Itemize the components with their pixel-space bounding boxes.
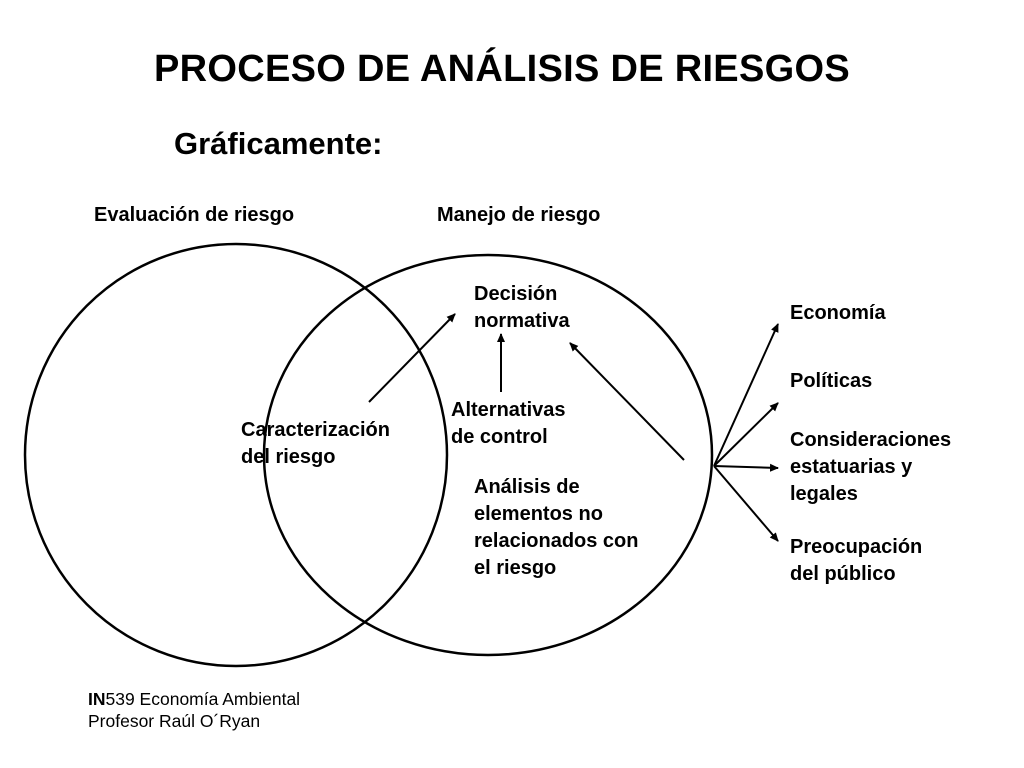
footer-professor: Profesor Raúl O´Ryan (88, 711, 261, 731)
arrow-to-economia (713, 323, 779, 467)
node-analisis-elementos: Análisis de elementos no relacionados co… (474, 476, 639, 579)
arrow-to-politicas (713, 402, 779, 467)
page-subtitle: Gráficamente: (174, 126, 383, 161)
factor-economia: Economía (790, 302, 886, 324)
arrow-caracterizacion-to-decision (368, 313, 456, 403)
footer: IN539 Economía Ambiental Profesor Raúl O… (88, 688, 300, 732)
risk-management-label: Manejo de riesgo (437, 204, 601, 226)
factor-politicas: Políticas (790, 370, 873, 392)
factor-consideraciones: Consideraciones estatuarias y legales (790, 429, 952, 505)
arrow-analisis-to-decision (569, 342, 685, 461)
factor-preocupacion: Preocupación del público (790, 536, 923, 585)
risk-assessment-label: Evaluación de riesgo (94, 204, 295, 226)
footer-course-name: 539 Economía Ambiental (105, 689, 301, 709)
page-title: PROCESO DE ANÁLISIS DE RIESGOS (154, 48, 850, 90)
arrow-to-consideraciones (713, 463, 779, 472)
node-alternativas-control: Alternativas de control (451, 399, 566, 448)
risk-management-circle (262, 253, 714, 657)
node-decision-normativa: Decisión normativa (474, 283, 570, 332)
risk-assessment-circle (23, 242, 449, 668)
footer-course-code: IN (88, 689, 106, 709)
node-caracterizacion: Caracterización del riesgo (241, 419, 390, 468)
arrow-to-preocupacion (713, 465, 779, 542)
footer-course: IN539 Economía Ambiental (88, 688, 300, 710)
